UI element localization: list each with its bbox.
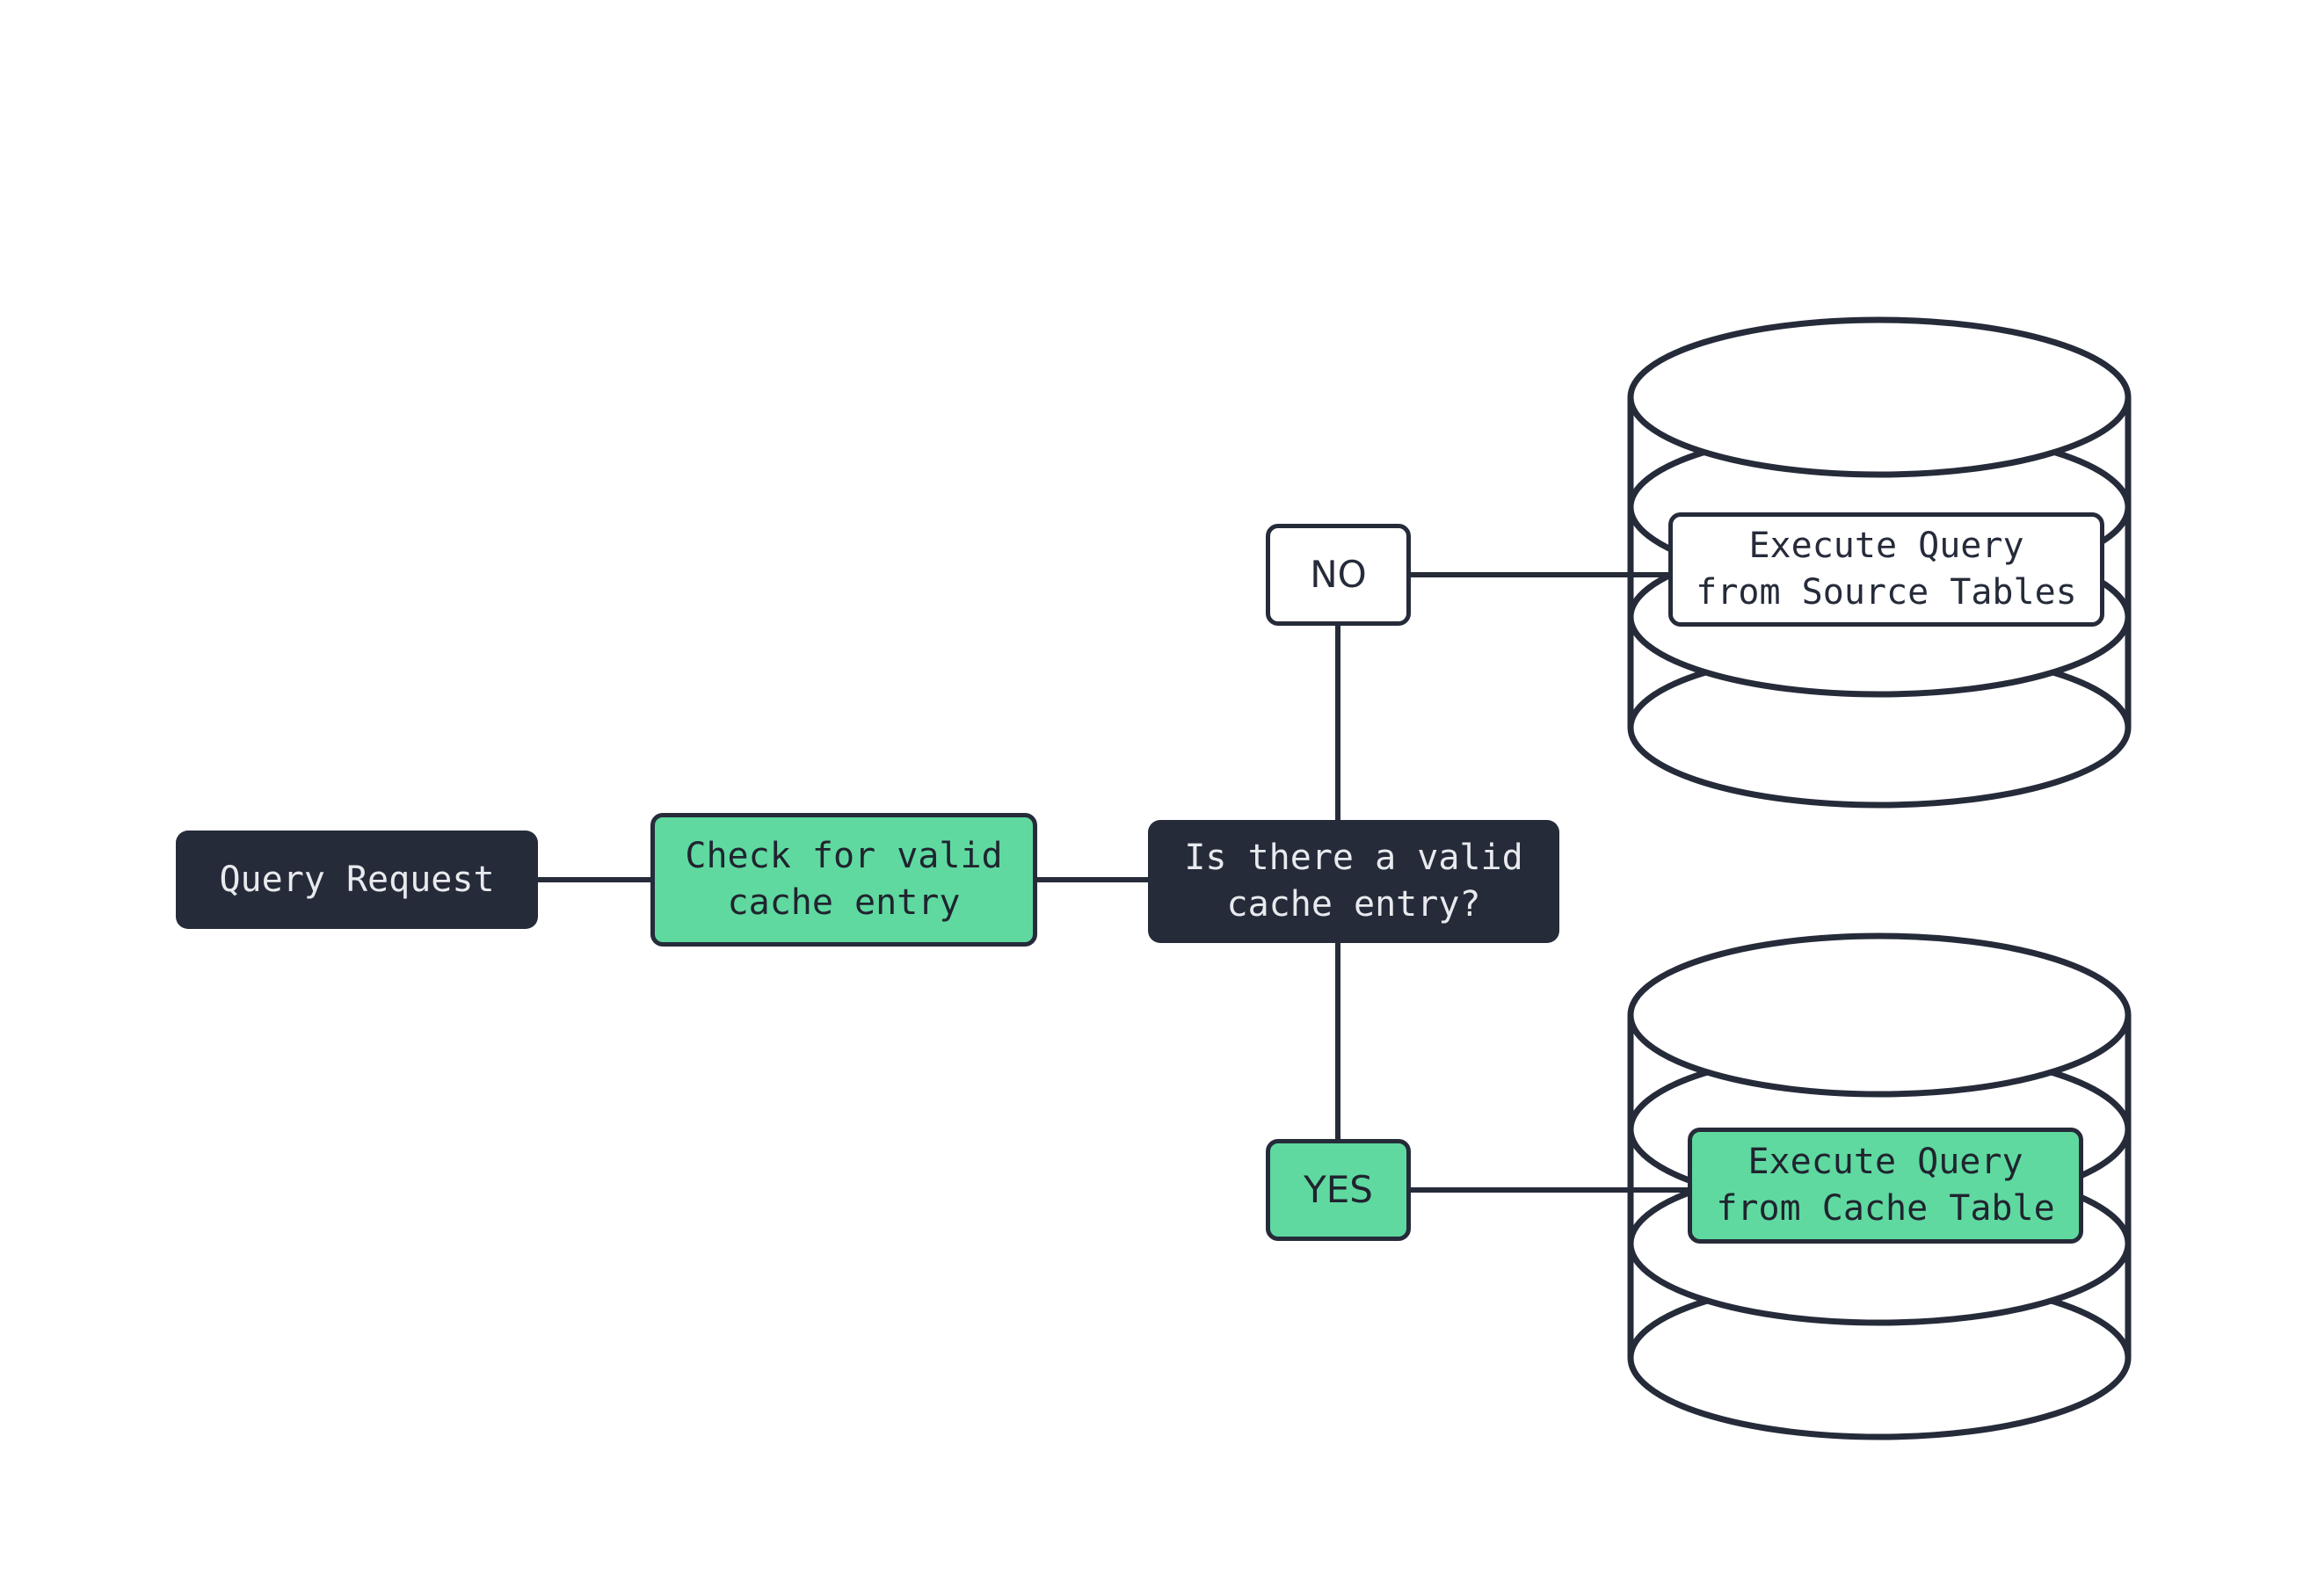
branch-label-yes[interactable]: YES (1266, 1139, 1411, 1241)
node-check-for-valid-cache-entry[interactable]: Check for valid cache entry (650, 813, 1037, 947)
branch-label-no[interactable]: NO (1266, 524, 1411, 626)
node-execute-query-from-cache-table[interactable]: Execute Query from Cache Table (1688, 1128, 2083, 1244)
page-title: Declarative Cache Query Flow (170, 135, 1287, 214)
node-decision-valid-cache-entry[interactable]: Is there a valid cache entry? (1148, 820, 1559, 943)
title-bar: Declarative Cache Query Flow (91, 89, 2212, 265)
node-query-request[interactable]: Query Request (176, 831, 538, 929)
node-execute-query-from-source-tables[interactable]: Execute Query from Source Tables (1668, 512, 2104, 627)
